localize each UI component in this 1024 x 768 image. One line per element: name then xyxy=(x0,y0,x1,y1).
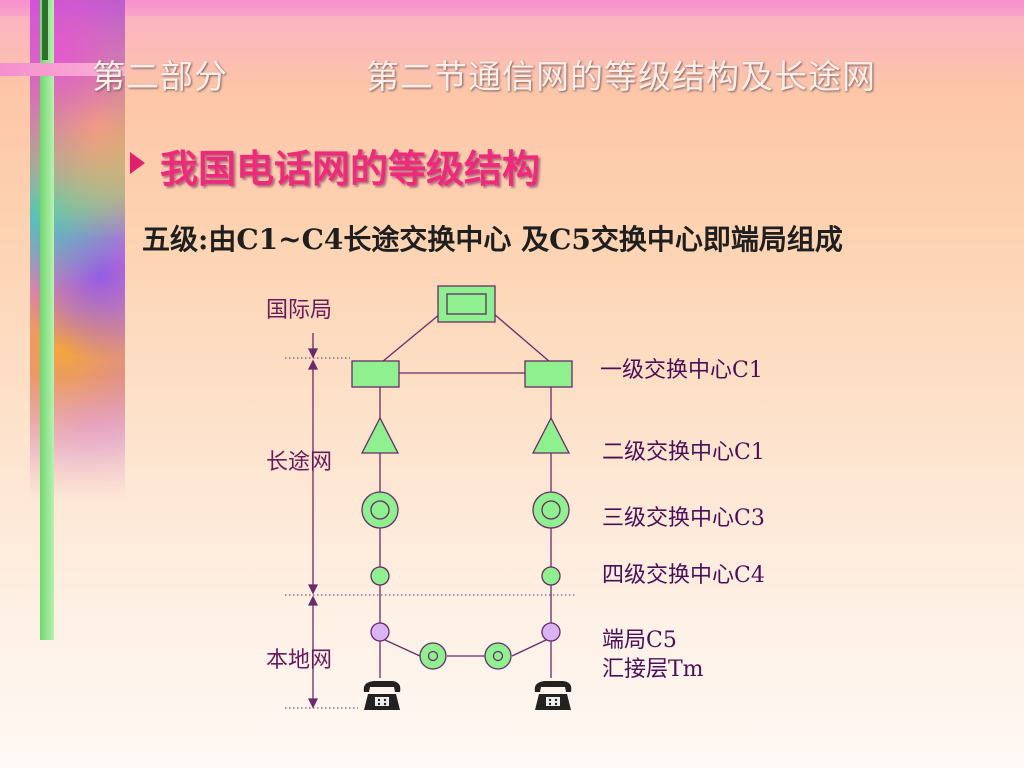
tandem-node-right xyxy=(484,642,512,670)
international-node xyxy=(437,285,496,323)
arrow-up-icon xyxy=(307,595,319,606)
level3-node-right xyxy=(532,491,570,529)
level1-node-left xyxy=(351,360,400,388)
level4-node-right xyxy=(541,566,561,586)
top-band xyxy=(0,0,1024,16)
tandem-node-left xyxy=(419,642,447,670)
label-long-distance: 长途网 xyxy=(266,450,333,475)
dark-vertical-bar xyxy=(42,0,48,60)
telephone-icon xyxy=(534,681,572,710)
level1-node-right xyxy=(524,360,573,388)
label-level4: 四级交换中心C4 xyxy=(602,563,765,588)
label-international: 国际局 xyxy=(266,298,333,323)
header-part: 第二部分 xyxy=(92,57,228,96)
level2-node-right xyxy=(531,416,571,454)
end-office-node-left xyxy=(370,622,390,642)
label-level3: 三级交换中心C3 xyxy=(602,506,765,531)
slide-title: 我国电话网的等级结构 xyxy=(160,146,541,191)
label-end-office: 端局C5 xyxy=(602,628,677,653)
level3-node-left xyxy=(361,491,399,529)
arrow-down-icon xyxy=(307,584,319,595)
bullet-arrow-icon xyxy=(130,152,145,174)
arrow-down-icon xyxy=(307,348,319,359)
label-local: 本地网 xyxy=(266,648,333,673)
label-level2: 二级交换中心C1 xyxy=(602,440,765,465)
label-level1: 一级交换中心C1 xyxy=(600,358,763,383)
green-vertical-bar xyxy=(40,0,54,640)
arrow-down-icon xyxy=(307,698,319,709)
header-section: 第二节通信网的等级结构及长途网 xyxy=(366,57,876,96)
label-tandem: 汇接层Tm xyxy=(602,657,704,682)
slide-subtitle: 五级:由C1~C4长途交换中心 及C5交换中心即端局组成 xyxy=(142,223,843,256)
end-office-node-right xyxy=(541,622,561,642)
level2-node-left xyxy=(360,416,400,454)
arrow-up-icon xyxy=(307,359,319,370)
level4-node-left xyxy=(370,566,390,586)
pink-horizontal-bar xyxy=(0,63,125,76)
telephone-icon xyxy=(363,681,401,710)
